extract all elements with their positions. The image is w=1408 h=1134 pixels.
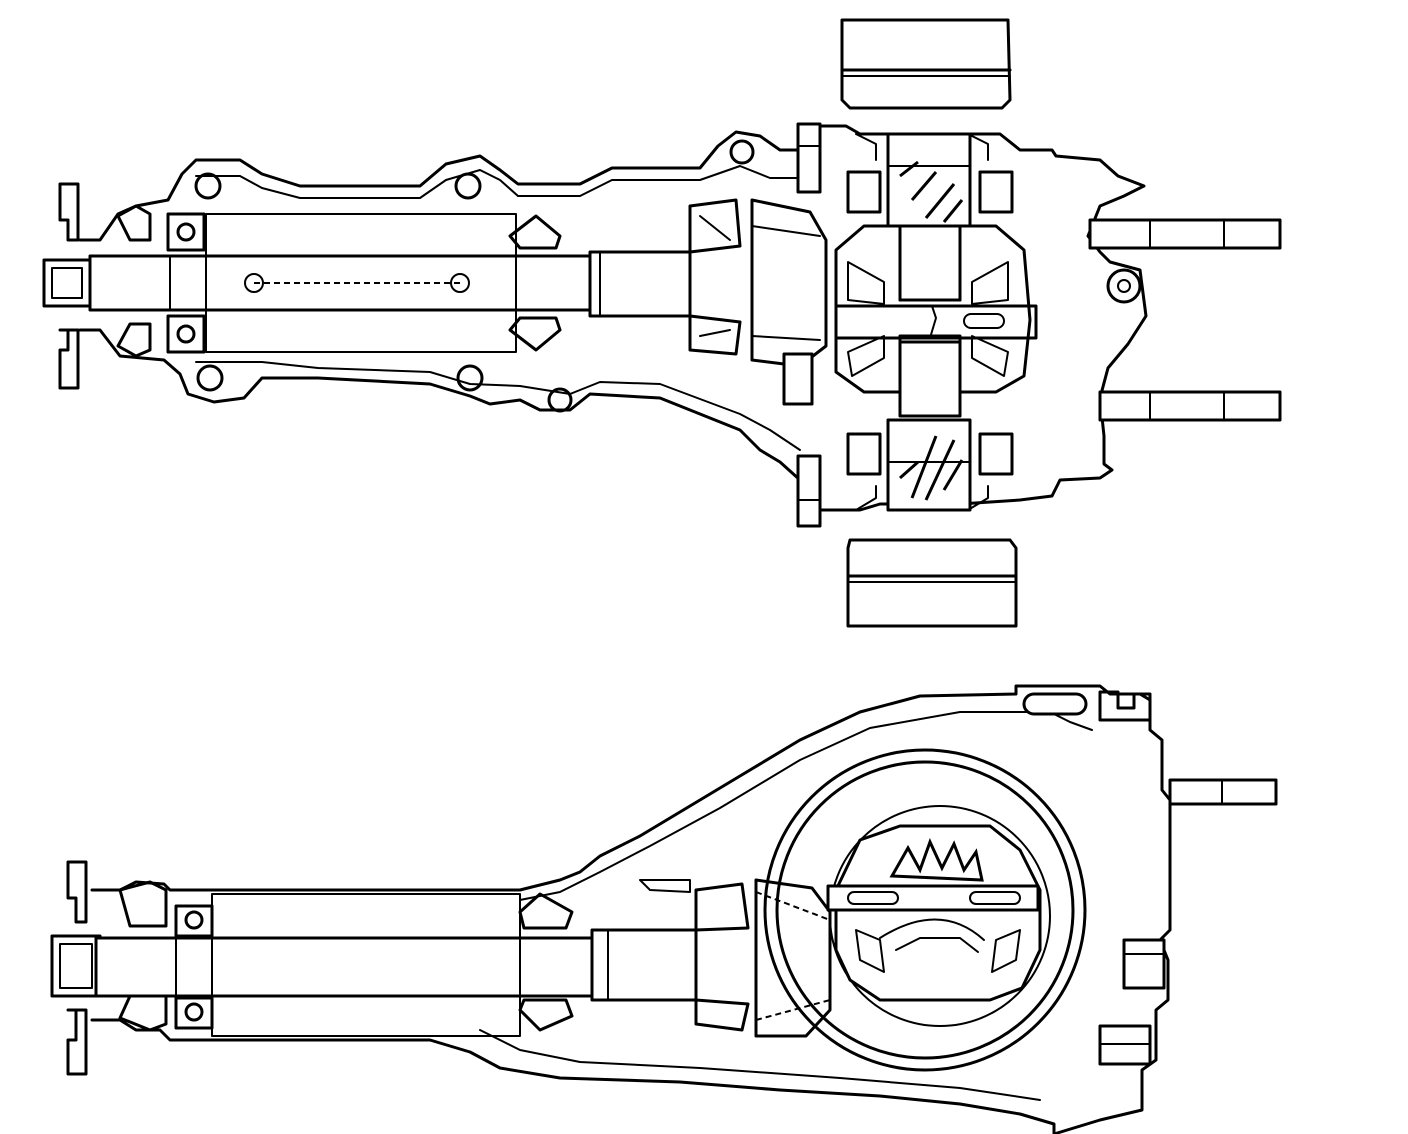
top-drive-pinion-gear (750, 198, 828, 368)
top-view (42, 18, 1282, 628)
top-pinion-shaft (88, 213, 692, 353)
side-pinion-bearings (518, 879, 750, 1032)
top-side-gears (886, 132, 972, 512)
top-lower-joint-housing (846, 538, 1018, 628)
top-bolts (782, 122, 822, 528)
top-output-shafts (1088, 218, 1282, 422)
side-drive-pinion-gear (754, 878, 832, 1038)
side-housing-inner-bottom (479, 1029, 1041, 1101)
top-mount-holes (194, 139, 755, 413)
top-pinion-bearings (508, 198, 742, 356)
top-front-seal (116, 204, 206, 358)
side-view (50, 684, 1278, 1134)
side-differential-case (826, 824, 1042, 1002)
side-housing-inner (519, 711, 1093, 901)
top-companion-flange (42, 182, 92, 390)
top-differential-case (834, 224, 1038, 418)
top-upper-joint-housing (840, 18, 1012, 110)
side-companion-flange (50, 860, 102, 1076)
side-ring-gear (763, 748, 1087, 1072)
side-output-shaft (1022, 690, 1278, 1066)
top-housing-inner (195, 165, 797, 199)
top-housing-inner-bottom (195, 361, 801, 451)
top-side-bearings (846, 133, 1014, 511)
top-housing-outline (78, 124, 1148, 512)
